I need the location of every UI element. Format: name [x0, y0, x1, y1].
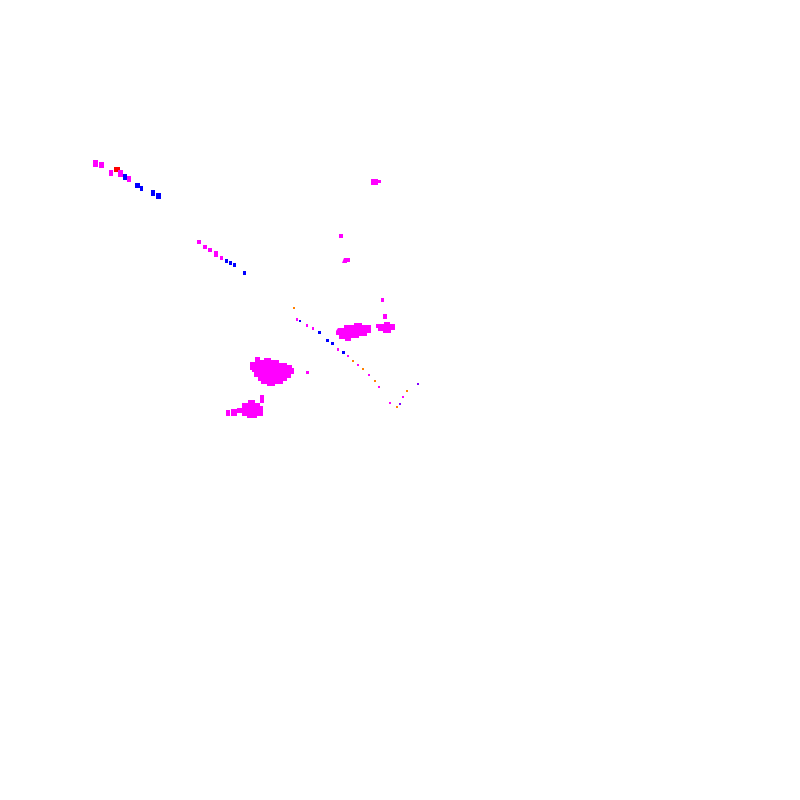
streak-mark — [197, 240, 201, 244]
point — [347, 355, 349, 357]
point — [396, 406, 398, 408]
streak-mark — [243, 271, 246, 275]
streak-mark — [214, 251, 218, 257]
point — [306, 324, 308, 327]
streak-mark — [99, 162, 104, 168]
blob — [226, 410, 230, 416]
blob — [376, 322, 395, 333]
streak-mark — [93, 160, 98, 167]
point — [312, 327, 314, 330]
point — [357, 364, 359, 366]
blob — [250, 362, 255, 370]
blob — [231, 409, 237, 416]
blob — [381, 298, 384, 302]
small-blobs-top — [339, 179, 387, 319]
point — [352, 360, 354, 362]
right-cluster — [336, 322, 395, 341]
diagonal-points — [293, 307, 419, 408]
streak-mark — [156, 193, 161, 199]
streak-mark — [127, 176, 131, 182]
point — [326, 339, 329, 342]
point — [406, 390, 408, 392]
blob — [339, 234, 343, 238]
point — [399, 403, 401, 405]
blob — [260, 395, 264, 403]
main-cluster — [250, 357, 309, 386]
streak-mark — [114, 167, 120, 172]
lower-cluster — [226, 395, 264, 418]
streak-mark — [208, 248, 212, 252]
blob — [371, 179, 381, 185]
point — [331, 342, 334, 345]
streak-mark — [109, 170, 113, 176]
streak-mark — [151, 190, 155, 196]
streak-middle — [197, 240, 246, 275]
point — [293, 307, 295, 309]
streak-upper-left — [93, 160, 161, 199]
point — [368, 374, 370, 376]
point — [362, 368, 364, 370]
point — [299, 320, 301, 322]
point — [337, 348, 339, 351]
blob — [306, 371, 309, 374]
streak-mark — [220, 256, 223, 260]
point — [342, 351, 345, 354]
blob — [252, 357, 294, 386]
blob — [383, 314, 387, 319]
point — [374, 380, 376, 382]
point — [417, 383, 419, 385]
point — [389, 402, 391, 404]
streak-mark — [203, 245, 207, 249]
point — [402, 396, 404, 398]
blob — [342, 258, 350, 263]
streak-mark — [118, 170, 123, 177]
streak-mark — [233, 263, 236, 267]
streak-mark — [135, 183, 140, 188]
streak-mark — [229, 261, 232, 265]
streak-mark — [225, 259, 228, 263]
blob — [336, 323, 371, 341]
point — [378, 386, 380, 388]
point — [318, 331, 321, 334]
point — [296, 318, 298, 321]
streak-mark — [140, 186, 143, 191]
streak-mark — [123, 174, 127, 180]
blob — [237, 400, 263, 418]
